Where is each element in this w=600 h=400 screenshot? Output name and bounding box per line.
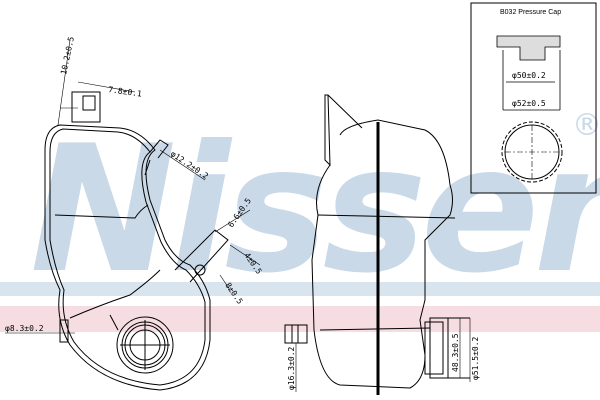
registered-mark: ® xyxy=(572,108,600,143)
pressure-cap-section xyxy=(496,35,561,111)
inset-dim-50: φ50±0.2 xyxy=(512,71,546,80)
brand-watermark: Nissens xyxy=(30,109,600,312)
pink-band xyxy=(0,306,600,332)
front-view-tank xyxy=(44,91,229,391)
dim-cap-inner: 48.3±0.5 xyxy=(451,333,460,372)
side-view-tank xyxy=(284,94,470,389)
pressure-cap-inset xyxy=(470,2,597,194)
dim-left-pipe: φ16.3±0.2 xyxy=(287,346,296,390)
inset-title: B032 Pressure Cap xyxy=(500,9,561,16)
dim-top-width: 7.8±0.1 xyxy=(108,85,143,99)
pressure-cap-top-view xyxy=(501,121,563,183)
inset-dim-52: φ52±0.5 xyxy=(512,99,546,108)
dim-cap-outer: φ51.5±0.2 xyxy=(471,336,480,380)
dim-top-angle: 10.2±0.5 xyxy=(59,36,76,76)
dim-bottom-left: φ8.3±0.2 xyxy=(5,324,44,333)
blue-band xyxy=(0,282,600,296)
